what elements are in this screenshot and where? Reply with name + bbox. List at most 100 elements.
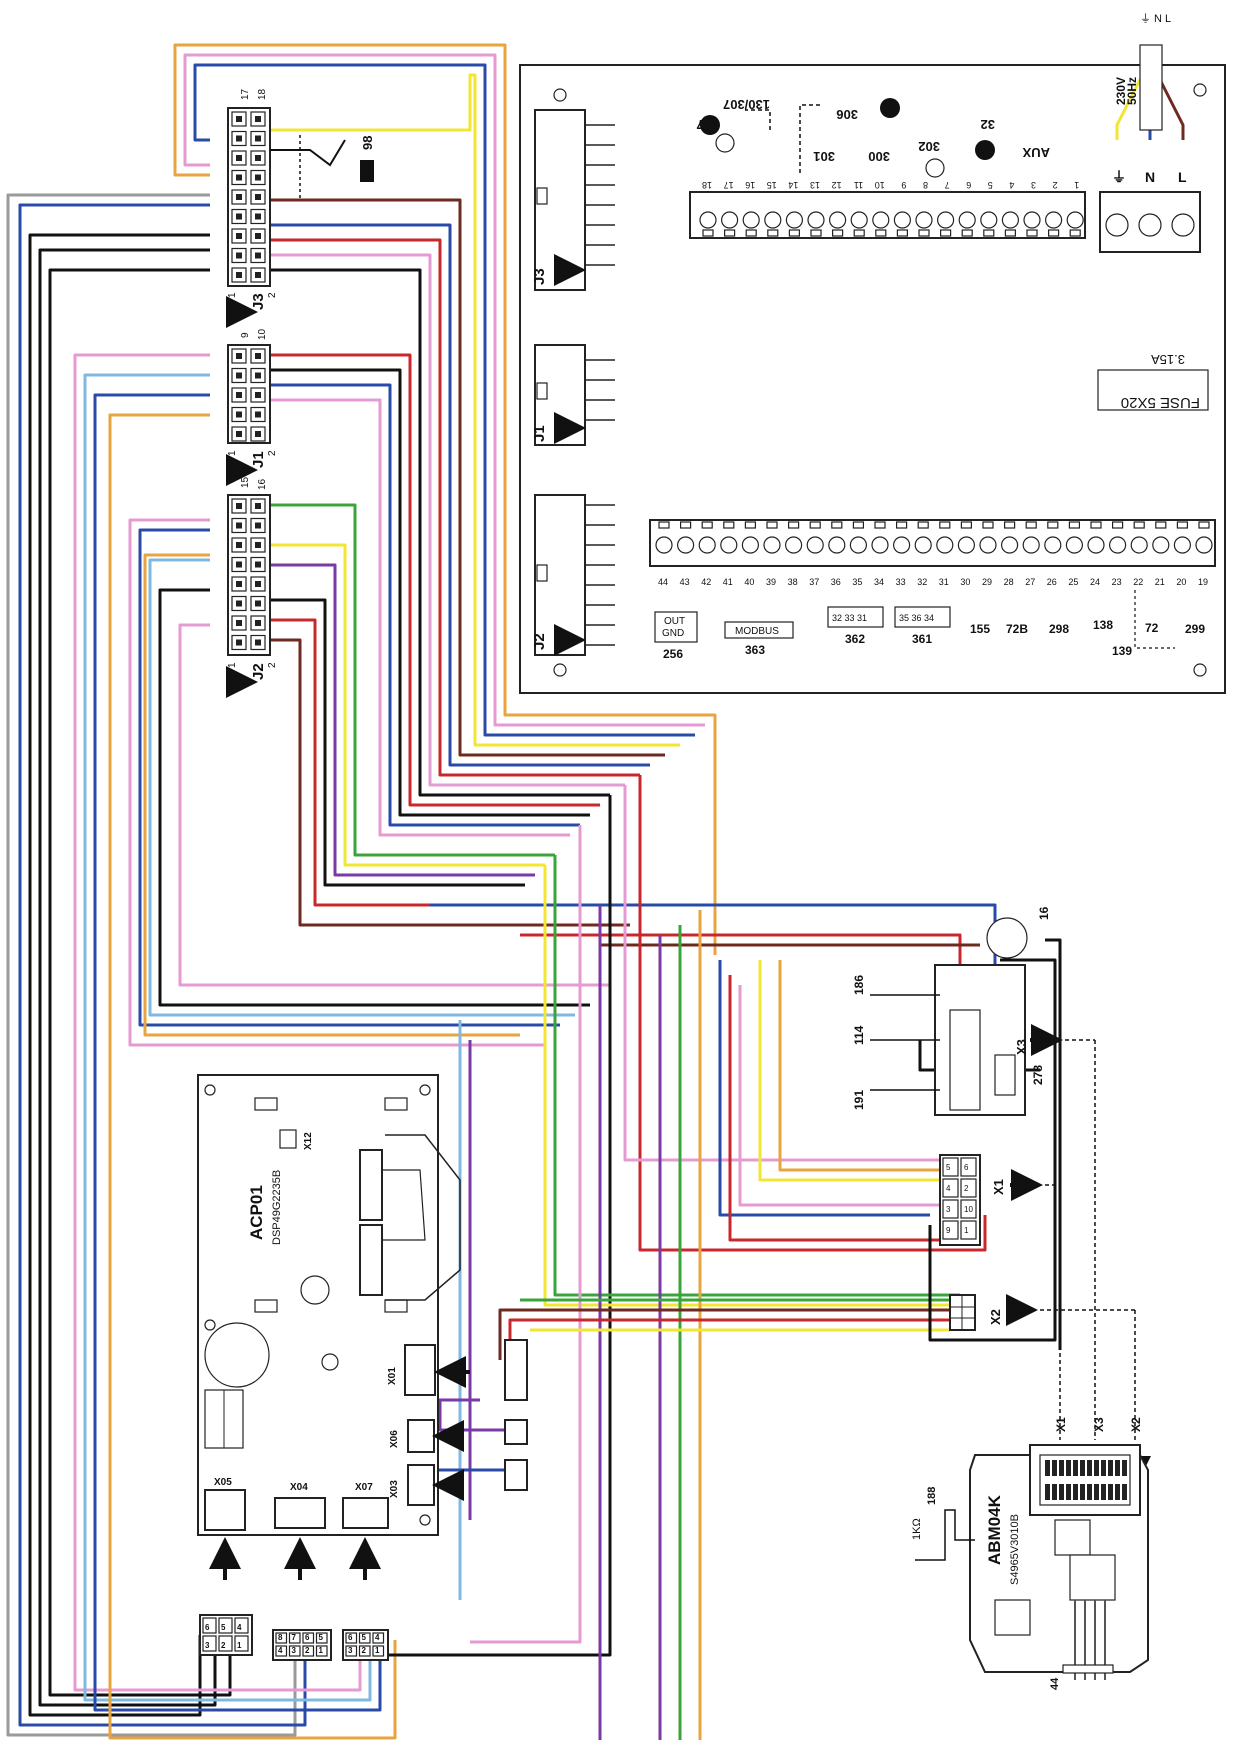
connector-pin-hole	[255, 620, 261, 626]
abm-connector-pin	[1115, 1484, 1120, 1500]
bottom-terminal-number: 23	[1112, 577, 1122, 587]
top-terminal-tab	[1026, 229, 1038, 237]
connector-pin-hole	[236, 600, 242, 607]
bottom-terminal-number: 26	[1047, 577, 1057, 587]
connector-pin-hole	[255, 194, 261, 200]
x03-connector	[407, 1464, 435, 1506]
device-299: 299	[1185, 622, 1205, 636]
connector-pin-hole	[236, 503, 242, 509]
top-terminal-number: 8	[923, 180, 928, 190]
connector-pin-hole	[255, 581, 261, 587]
top-terminal-screw	[720, 211, 739, 229]
main-j1-header: J1	[531, 344, 615, 446]
top-terminal-tab	[961, 229, 973, 237]
bottom-terminal-screw	[698, 536, 716, 554]
bottom-terminal-number: 36	[831, 577, 841, 587]
x03-plug	[504, 1459, 528, 1491]
power-n-label: N	[1145, 169, 1155, 185]
top-terminal-tab	[788, 229, 801, 237]
plug-cell	[315, 1632, 328, 1644]
connector-pin-hole	[255, 372, 261, 379]
abm-connector-pin	[1087, 1460, 1092, 1476]
j3-pin-18: 18	[257, 88, 268, 100]
bottom-terminal-screw	[806, 536, 824, 554]
bottom-terminal-tab	[1068, 521, 1081, 529]
bottom-terminal-screw	[763, 536, 781, 554]
bottom-terminal-screw	[957, 536, 976, 554]
bottom-terminal-number: 41	[723, 577, 733, 587]
top-terminal-number: 12	[832, 180, 842, 190]
connector-pin-hole	[236, 561, 242, 568]
x1-cell	[942, 1199, 959, 1219]
plug-cell-number: 5	[362, 1633, 367, 1642]
abm-connector-pin	[1052, 1484, 1057, 1500]
top-terminal-number: 9	[901, 180, 906, 190]
top-terminal-screw	[1044, 211, 1063, 229]
top-terminal-tab	[723, 229, 736, 237]
main-j1-label: J1	[531, 425, 548, 442]
bottom-terminal-number: 25	[1068, 577, 1078, 587]
left-j2-connector: 15 16 1 2 J2	[226, 476, 278, 698]
top-terminal-tab	[918, 229, 930, 237]
plug-cell-number: 2	[221, 1641, 226, 1650]
main-board: J3 J1 J2	[519, 12, 1226, 694]
top-terminal-screw	[872, 211, 890, 229]
power-frequency: 50Hz	[1125, 77, 1139, 105]
plug-cell-number: 3	[292, 1646, 297, 1655]
connector-pin-hole	[255, 542, 261, 548]
abm-dashed-links	[1059, 1040, 1136, 1440]
bottom-terminal-tab	[1133, 521, 1145, 529]
power-l-label: L	[1178, 169, 1187, 185]
device-32: 32	[981, 117, 995, 132]
bottom-terminal-tab	[744, 521, 757, 529]
plug-cell	[218, 1635, 233, 1652]
device-72b: 72B	[1006, 622, 1028, 636]
top-terminal-tab	[1047, 229, 1060, 237]
label-191: 191	[852, 1090, 866, 1110]
bottom-terminal-screw	[914, 536, 932, 554]
switch-98: 98	[270, 135, 375, 200]
x1-cell	[942, 1220, 959, 1240]
bottom-terminal-number: 34	[874, 577, 884, 587]
bottom-terminal-number: 44	[658, 577, 668, 587]
out-gnd-box	[654, 611, 698, 643]
top-terminal-tab	[831, 229, 844, 237]
acp-capacitor	[204, 1322, 270, 1388]
top-terminal-screw	[958, 211, 976, 229]
plug-cell	[288, 1632, 301, 1644]
abm-input-x3: X3	[1092, 1417, 1106, 1432]
plug-cell	[345, 1645, 358, 1657]
bottom-terminal-tab	[982, 521, 994, 529]
bottom-terminal-tab	[874, 521, 886, 529]
main-j2-header: J2	[531, 494, 615, 656]
connector-pin-hole	[255, 174, 261, 181]
top-terminal-number: 18	[702, 180, 712, 190]
j1-pin-9: 9	[240, 332, 251, 338]
x1-cell-number: 2	[964, 1184, 969, 1193]
plug-cell-number: 6	[305, 1633, 310, 1642]
x1-cell-number: 5	[946, 1163, 951, 1172]
bottom-terminal-screw	[892, 536, 911, 554]
bottom-terminal-screw	[1000, 536, 1019, 554]
j1-pin-2: 2	[267, 450, 278, 456]
bottom-terminal-tab	[917, 521, 929, 529]
top-terminal-screw	[850, 211, 868, 229]
connector-pin-hole	[255, 411, 261, 418]
top-terminal-number: 5	[988, 180, 993, 190]
abm-connector-pin	[1080, 1484, 1085, 1500]
bottom-terminal-number: 40	[744, 577, 754, 587]
abm-connector-pin	[1115, 1460, 1120, 1476]
plug-cell	[218, 1617, 233, 1634]
abm-module: ABM04K S4965V3010B 44 188 1KΩ	[911, 1444, 1149, 1690]
abm-connector-pin	[1045, 1484, 1050, 1500]
connector-pin-hole	[255, 503, 261, 509]
bottom-terminal-number: 32	[917, 577, 927, 587]
fuse-rating: 3.15A	[1151, 352, 1185, 367]
top-terminal-tab	[983, 229, 995, 237]
plug-cell	[302, 1632, 315, 1644]
top-devices: 357 130/307 306 301 300 302 32 AUX	[696, 97, 1050, 178]
abm-connector-pin	[1059, 1484, 1064, 1500]
connector-pin-hole	[255, 561, 261, 568]
